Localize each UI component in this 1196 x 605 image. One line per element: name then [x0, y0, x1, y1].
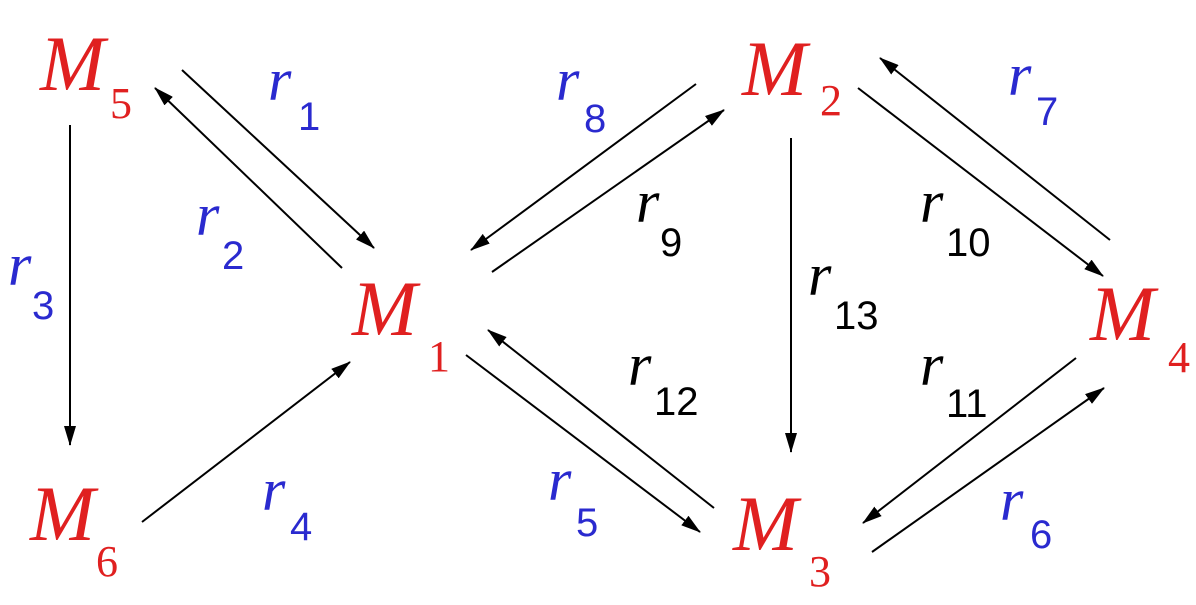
rate-symbol: r — [920, 332, 944, 398]
node-subscript: 6 — [96, 537, 118, 586]
rate-subscript: 7 — [1036, 90, 1058, 134]
rate-subscript: 10 — [946, 221, 991, 265]
node-subscript: 5 — [110, 79, 132, 128]
arrow-m1-to-m2 — [491, 109, 725, 273]
node-label: M — [732, 480, 802, 567]
arrow-m6-to-m1 — [141, 361, 351, 523]
rate-label-r13: r13 — [808, 242, 879, 338]
rate-subscript: 4 — [290, 505, 312, 549]
arrow-m3-to-m4 — [871, 387, 1105, 553]
rate-symbol: r — [808, 242, 832, 308]
arrow-m5-to-m1 — [181, 69, 375, 249]
arrow-m2-to-m1 — [470, 83, 697, 251]
node-label: M — [741, 25, 811, 112]
node-subscript: 2 — [820, 76, 842, 125]
rate-subscript: 3 — [32, 284, 54, 328]
rate-subscript: 9 — [660, 221, 682, 265]
rate-label-r9: r9 — [636, 169, 682, 265]
rate-subscript: 2 — [222, 234, 244, 278]
rate-subscript: 12 — [654, 380, 699, 424]
rate-subscript: 1 — [298, 95, 320, 139]
rate-label-r6: r6 — [1000, 467, 1052, 557]
rate-symbol: r — [636, 169, 660, 235]
rate-label-r7: r7 — [1008, 42, 1058, 134]
arrow-m1-to-m3 — [465, 354, 701, 533]
rate-symbol: r — [548, 447, 572, 513]
edges — [64, 57, 1111, 553]
rate-subscript: 5 — [576, 501, 598, 545]
node-m1: M1 — [351, 265, 450, 381]
rate-symbol: r — [268, 47, 292, 113]
node-label: M — [29, 470, 99, 557]
rate-label-r8: r8 — [556, 47, 606, 141]
rate-symbol: r — [556, 47, 580, 113]
rate-label-r2: r2 — [196, 182, 244, 278]
rate-label-r5: r5 — [548, 447, 598, 545]
rate-label-r4: r4 — [262, 457, 312, 549]
node-m6: M6 — [29, 470, 118, 586]
rate-symbol: r — [196, 182, 220, 248]
rate-label-r1: r1 — [268, 47, 320, 139]
arrow-m4-to-m3 — [862, 357, 1077, 524]
rate-label-r11: r11 — [920, 332, 988, 426]
rate-symbol: r — [1008, 42, 1032, 108]
node-m3: M3 — [732, 480, 831, 596]
rate-symbol: r — [8, 232, 32, 298]
node-subscript: 4 — [1168, 333, 1190, 382]
node-label: M — [351, 265, 421, 352]
rate-subscript: 11 — [946, 382, 988, 426]
rate-subscript: 8 — [584, 97, 606, 141]
rate-subscript: 6 — [1030, 513, 1052, 557]
rate-label-r12: r12 — [628, 332, 699, 424]
arrow-m4-to-m2 — [879, 57, 1111, 241]
rate-symbol: r — [628, 332, 652, 398]
node-label: M — [1089, 270, 1159, 357]
arrow-m2-to-m4 — [857, 87, 1104, 277]
node-subscript: 3 — [809, 547, 831, 596]
arrow-m3-to-m1 — [487, 329, 715, 509]
node-m4: M4 — [1089, 270, 1190, 382]
rate-subscript: 13 — [834, 294, 879, 338]
rate-symbol: r — [1000, 467, 1024, 533]
node-subscript: 1 — [428, 332, 450, 381]
rate-symbol: r — [262, 457, 286, 523]
rate-label-r3: r3 — [8, 232, 54, 328]
arrow-m1-to-m5 — [154, 87, 343, 269]
node-label: M — [39, 20, 109, 107]
rate-label-r10: r10 — [920, 169, 991, 265]
rate-symbol: r — [920, 169, 944, 235]
